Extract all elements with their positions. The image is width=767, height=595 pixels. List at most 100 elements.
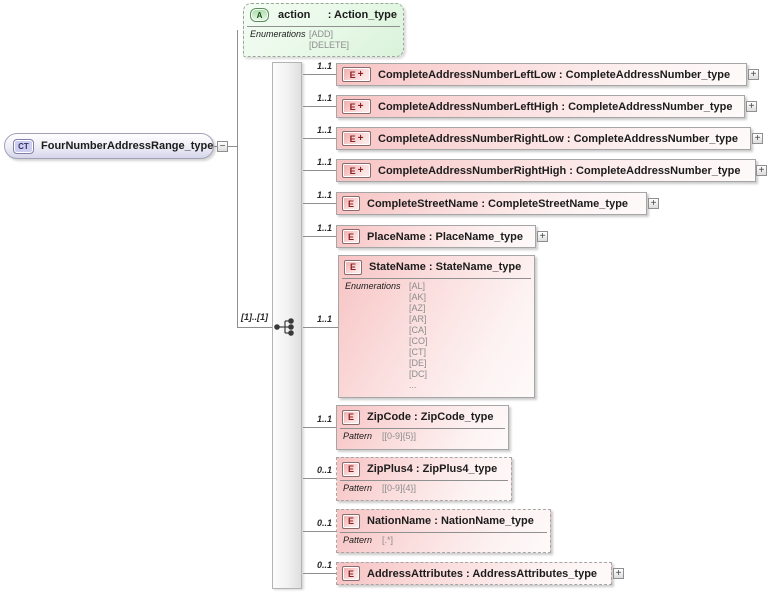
- element-kind: E: [349, 165, 356, 176]
- facet-value: [ADD]: [309, 29, 334, 39]
- expand-toggle[interactable]: +: [613, 568, 624, 579]
- facet-value: [DE]: [409, 358, 427, 368]
- expand-toggle[interactable]: +: [748, 69, 759, 80]
- type-separator: :: [324, 9, 335, 21]
- complex-content-icon: +: [357, 68, 364, 80]
- element-badge: E: [344, 259, 362, 275]
- cardinality-label: 0..1: [316, 560, 332, 570]
- branch-line: [303, 427, 336, 428]
- element-box-complete-address-number-right-low[interactable]: E+ CompleteAddressNumberRightLow : Compl…: [336, 127, 751, 150]
- element-label: StateName : StateName_type: [369, 261, 522, 273]
- element-kind: E: [349, 69, 356, 80]
- element-label: AddressAttributes : AddressAttributes_ty…: [367, 567, 598, 580]
- facet-label: Pattern: [343, 483, 373, 493]
- facet-value: [CO]: [409, 336, 428, 346]
- element-badge: E: [342, 409, 360, 425]
- element-badge: E: [342, 513, 360, 529]
- sequence-icon[interactable]: [273, 317, 297, 337]
- attribute-box[interactable]: A action : Action_type Enumerations [ADD…: [243, 3, 404, 57]
- facet-value: [.*]: [382, 535, 394, 545]
- element-label: NationName : NationName_type: [367, 515, 534, 527]
- collapse-toggle[interactable]: −: [217, 141, 228, 152]
- element-badge: E: [342, 196, 360, 211]
- element-facets: Enumerations [AL] [AK] [AZ] [AR] [CA] [C…: [342, 278, 531, 394]
- element-box-nation-name[interactable]: E NationName : NationName_type Pattern […: [336, 509, 551, 553]
- facet-value: [[0-9]{4}]: [382, 483, 417, 493]
- branch-line: [303, 106, 336, 107]
- facet-value: [CT]: [409, 347, 426, 357]
- element-badge: E+: [342, 163, 371, 178]
- sequence-connector-line: [237, 327, 275, 328]
- branch-line: [303, 74, 336, 75]
- element-box-place-name[interactable]: E PlaceName : PlaceName_type: [336, 225, 536, 248]
- ct-connector-line: [213, 146, 218, 147]
- element-box-complete-address-number-left-low[interactable]: E+ CompleteAddressNumberLeftLow : Comple…: [336, 63, 747, 86]
- facet-label: Pattern: [343, 431, 373, 441]
- facet-value: [AR]: [409, 314, 427, 324]
- element-badge: E+: [342, 131, 371, 146]
- element-box-address-attributes[interactable]: E AddressAttributes : AddressAttributes_…: [336, 562, 612, 585]
- cardinality-label: 1..1: [316, 93, 332, 103]
- branch-line: [303, 478, 336, 479]
- expand-toggle[interactable]: +: [746, 101, 757, 112]
- cardinality-label: 1..1: [316, 314, 332, 324]
- attribute-badge: A: [250, 8, 269, 22]
- element-label: ZipCode : ZipCode_type: [367, 411, 494, 423]
- complex-content-icon: +: [357, 132, 364, 144]
- element-box-zip-plus4[interactable]: E ZipPlus4 : ZipPlus4_type Pattern [[0-9…: [336, 457, 512, 501]
- expand-toggle[interactable]: +: [648, 198, 659, 209]
- cardinality-label: 1..1: [316, 414, 332, 424]
- expand-icon: +: [650, 198, 657, 209]
- branch-line: [303, 327, 338, 328]
- element-kind: E: [349, 101, 356, 112]
- facet-value: [AL]: [409, 281, 426, 291]
- collapse-connector-line: [227, 146, 237, 147]
- facet-values: [[0-9]{5}]: [382, 431, 502, 442]
- element-badge: E: [342, 566, 360, 581]
- complextype-box[interactable]: CT FourNumberAddressRange_type: [4, 133, 214, 159]
- facet-value: [DC]: [409, 369, 427, 379]
- facet-value: [DELETE]: [309, 40, 350, 50]
- branch-line: [303, 203, 336, 204]
- element-label: CompleteAddressNumberLeftLow : CompleteA…: [378, 68, 731, 81]
- trunk-line: [237, 30, 238, 328]
- facet-values: [[0-9]{4}]: [382, 483, 505, 494]
- element-box-complete-street-name[interactable]: E CompleteStreetName : CompleteStreetNam…: [336, 192, 647, 215]
- cardinality-label: 0..1: [316, 518, 332, 528]
- facet-value: [CA]: [409, 325, 427, 335]
- element-badge: E+: [342, 67, 371, 82]
- cardinality-label: 1..1: [316, 125, 332, 135]
- facet-value: [AK]: [409, 292, 427, 302]
- element-label: CompleteStreetName : CompleteStreetName_…: [367, 197, 629, 210]
- complex-content-icon: +: [357, 100, 364, 112]
- element-facets: Pattern [[0-9]{4}]: [340, 480, 508, 497]
- expand-icon: +: [758, 165, 765, 176]
- element-facets: Pattern [.*]: [340, 532, 547, 549]
- facet-value: [AZ]: [409, 303, 426, 313]
- cardinality-label: 0..1: [316, 465, 332, 475]
- attribute-type-name: Action_type: [334, 9, 397, 21]
- element-label: CompleteAddressNumberLeftHigh : Complete…: [378, 100, 733, 113]
- attribute-facets: Enumerations [ADD] [DELETE]: [247, 26, 400, 54]
- cardinality-label: 1..1: [316, 190, 332, 200]
- element-box-complete-address-number-right-high[interactable]: E+ CompleteAddressNumberRightHigh : Comp…: [336, 159, 756, 182]
- branch-line: [303, 531, 336, 532]
- facet-values: [AL] [AK] [AZ] [AR] [CA] [CO] [CT] [DE] …: [409, 281, 528, 391]
- element-kind: E: [349, 133, 356, 144]
- expand-toggle[interactable]: +: [537, 231, 548, 242]
- element-badge: E+: [342, 99, 371, 114]
- element-label: CompleteAddressNumberRightLow : Complete…: [378, 132, 739, 145]
- element-facets: Pattern [[0-9]{5}]: [340, 428, 505, 445]
- element-box-zip-code[interactable]: E ZipCode : ZipCode_type Pattern [[0-9]{…: [336, 405, 509, 450]
- element-label: ZipPlus4 : ZipPlus4_type: [367, 463, 498, 475]
- element-label: CompleteAddressNumberRightHigh : Complet…: [378, 164, 741, 177]
- element-box-state-name[interactable]: E StateName : StateName_type Enumeration…: [338, 255, 535, 398]
- element-badge: E: [342, 461, 360, 477]
- facet-label: Pattern: [343, 535, 373, 545]
- facet-values: [ADD] [DELETE]: [309, 29, 397, 51]
- element-label: PlaceName : PlaceName_type: [367, 230, 523, 243]
- expand-toggle[interactable]: +: [752, 133, 763, 144]
- element-box-complete-address-number-left-high[interactable]: E+ CompleteAddressNumberLeftHigh : Compl…: [336, 95, 745, 118]
- sequence-occurs-label: [1]..[1]: [241, 312, 268, 322]
- expand-toggle[interactable]: +: [756, 165, 767, 176]
